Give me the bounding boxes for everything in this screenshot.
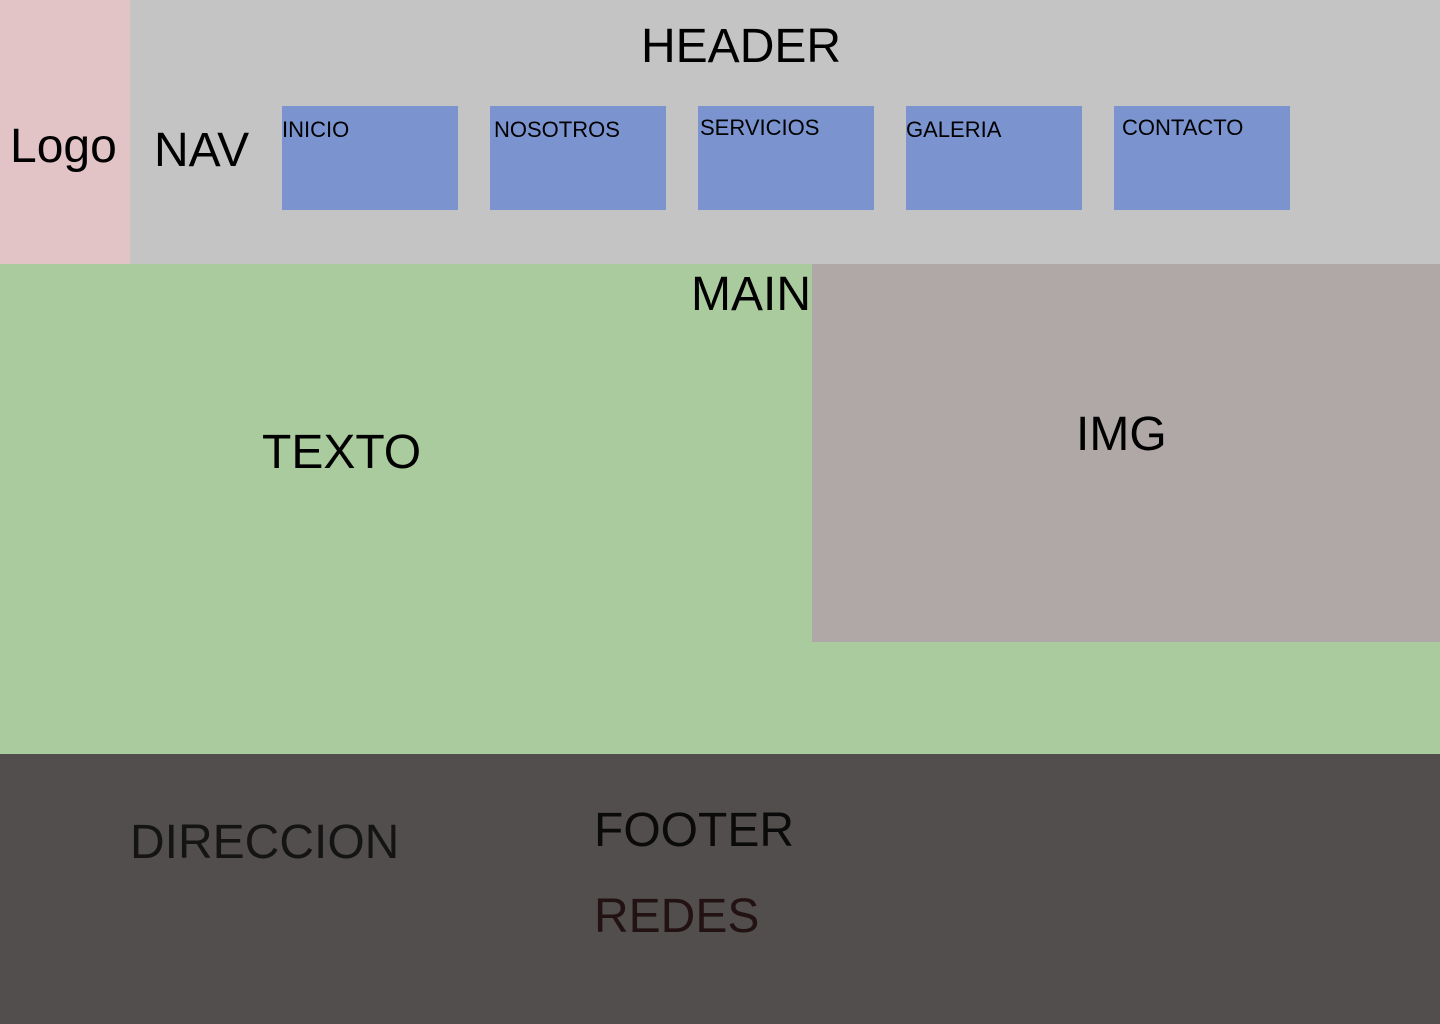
nav-item-label: INICIO xyxy=(282,117,350,142)
image-label: IMG xyxy=(1076,408,1167,461)
text-label: TEXTO xyxy=(262,426,422,479)
nav-item-label: GALERIA xyxy=(906,117,1002,142)
nav-item-galeria[interactable]: GALERIA xyxy=(906,106,1082,210)
footer-title: FOOTER xyxy=(594,804,794,857)
nav-item-label: CONTACTO xyxy=(1122,115,1244,140)
nav-item-label: NOSOTROS xyxy=(494,117,620,142)
nav-item-servicios[interactable]: SERVICIOS xyxy=(698,106,874,210)
image-placeholder: IMG xyxy=(812,264,1440,642)
nav-item-contacto[interactable]: CONTACTO xyxy=(1114,106,1290,210)
logo-label: Logo xyxy=(10,120,117,173)
nav-item-nosotros[interactable]: NOSOTROS xyxy=(490,106,666,210)
logo-block[interactable]: Logo xyxy=(0,0,130,264)
social-label: REDES xyxy=(594,890,760,943)
main-title: MAIN xyxy=(691,268,811,321)
header-title: HEADER xyxy=(641,20,842,73)
nav-item-inicio[interactable]: INICIO xyxy=(282,106,458,210)
nav-label: NAV xyxy=(154,124,250,177)
header-section: Logo HEADER NAV INICIO NOSOTROS SERVICIO… xyxy=(0,0,1440,264)
nav-item-label: SERVICIOS xyxy=(700,115,820,140)
address-label: DIRECCION xyxy=(130,816,400,869)
main-section: MAIN TEXTO IMG xyxy=(0,264,1440,754)
footer-section: DIRECCION FOOTER REDES xyxy=(0,754,1440,1024)
